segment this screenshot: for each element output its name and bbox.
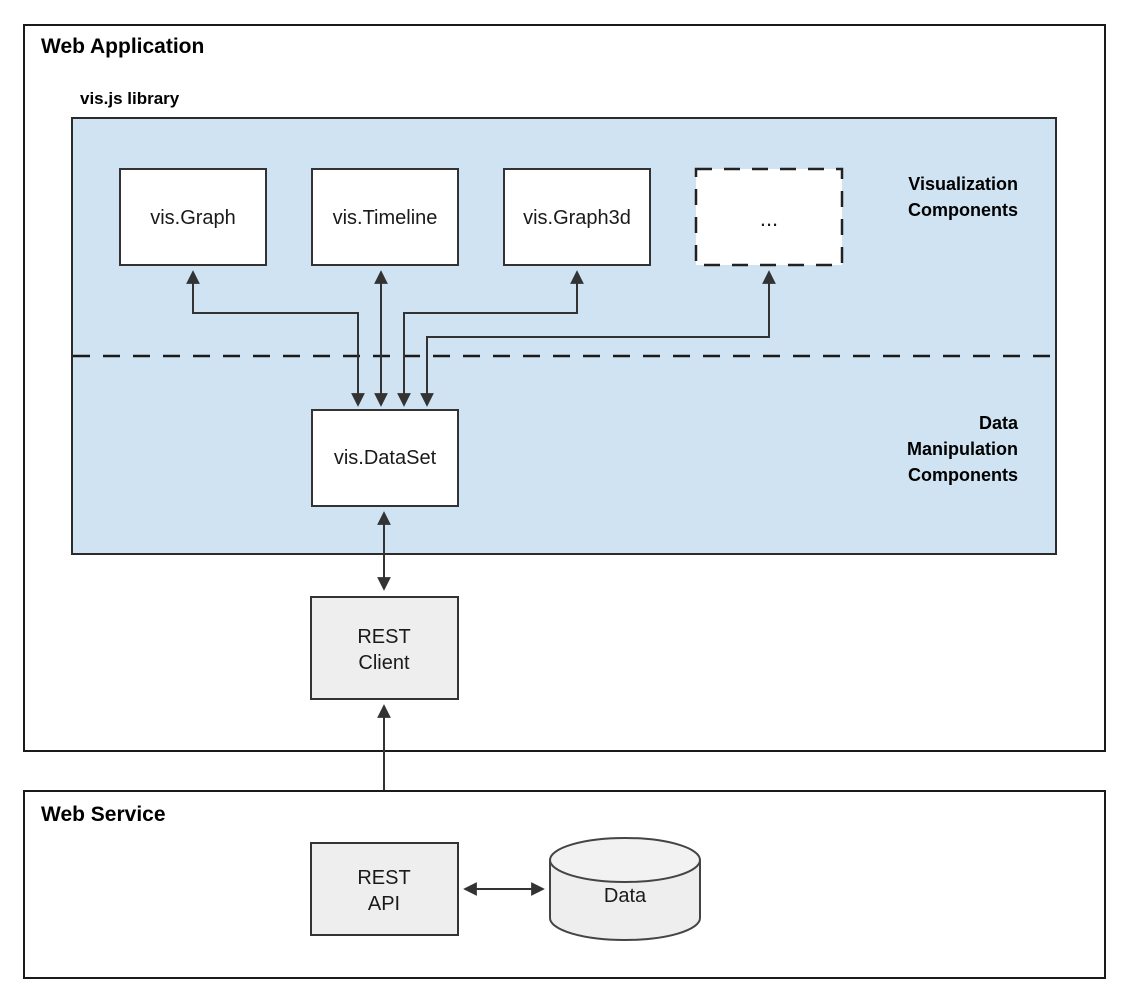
node-data-store[interactable]: Data xyxy=(549,837,701,941)
layer-label-data-line-3: Components xyxy=(908,465,1018,485)
node-rest-client[interactable] xyxy=(310,596,459,700)
node-label-vis-timeline: vis.Timeline xyxy=(333,207,438,229)
node-label-rest-client-line-2: Client xyxy=(358,652,410,674)
layer-label-visualization-line-1: Visualization xyxy=(908,174,1018,194)
connector-dataset-vis-graph xyxy=(186,270,365,407)
node-vis-graph3d[interactable] xyxy=(503,168,651,266)
node-label-data-store: Data xyxy=(604,885,647,907)
node-label-rest-client-line-1: REST xyxy=(357,626,410,648)
connector-dataset-more-components xyxy=(420,270,776,407)
node-vis-timeline[interactable] xyxy=(311,168,459,266)
node-label-rest-api-line-1: REST xyxy=(357,867,410,889)
library-title: vis.js library xyxy=(80,89,180,108)
node-label-more-components: ... xyxy=(760,206,778,231)
layer-label-data-line-1: Data xyxy=(979,413,1019,433)
node-vis-dataset[interactable] xyxy=(311,409,459,507)
node-label-vis-dataset: vis.DataSet xyxy=(334,447,437,469)
node-label-vis-graph: vis.Graph xyxy=(150,207,236,229)
layer-label-data-line-2: Manipulation xyxy=(907,439,1018,459)
node-vis-graph[interactable] xyxy=(119,168,267,266)
layer-label-visualization-line-2: Components xyxy=(908,200,1018,220)
node-more-components[interactable] xyxy=(694,167,844,267)
data-store-top xyxy=(549,837,701,883)
node-label-rest-api-line-2: API xyxy=(368,893,400,915)
section-title-web-application: Web Application xyxy=(41,35,204,58)
section-title-web-service: Web Service xyxy=(41,803,166,826)
node-label-vis-graph3d: vis.Graph3d xyxy=(523,207,631,229)
node-rest-api[interactable] xyxy=(310,842,459,936)
